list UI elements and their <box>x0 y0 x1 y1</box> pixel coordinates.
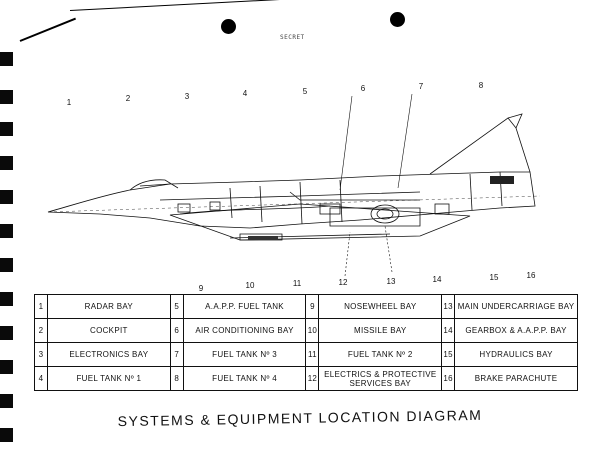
legend-number: 15 <box>441 342 456 367</box>
legend-label: ELECTRICS & PROTECTIVE SERVICES BAY <box>318 366 443 391</box>
callout-number-8: 8 <box>478 81 484 90</box>
legend-label: MISSILE BAY <box>318 318 443 343</box>
legend-label: FUEL TANK Nº 4 <box>182 366 307 391</box>
callout-number-2: 2 <box>125 94 131 103</box>
legend-table: 1 RADAR BAY 5 A.A.P.P. FUEL TANK 9 NOSEW… <box>34 294 578 391</box>
legend-label: NOSEWHEEL BAY <box>318 294 443 319</box>
legend-label: FUEL TANK Nº 2 <box>318 342 443 367</box>
legend-label: AIR CONDITIONING BAY <box>182 318 307 343</box>
callout-number-3: 3 <box>184 92 190 101</box>
legend-label: COCKPIT <box>46 318 171 343</box>
callout-number-15: 15 <box>489 273 499 282</box>
legend-number: 10 <box>305 318 320 343</box>
callout-number-7: 7 <box>418 82 424 91</box>
legend-label: GEARBOX & A.A.P.P. BAY <box>454 318 578 343</box>
legend-number: 14 <box>441 318 456 343</box>
legend-number: 5 <box>169 294 184 319</box>
callout-number-1: 1 <box>66 98 72 107</box>
callout-number-6: 6 <box>360 84 366 93</box>
header-stamp: SECRET <box>280 34 305 41</box>
legend-label: BRAKE PARACHUTE <box>454 366 578 391</box>
legend-label: FUEL TANK Nº 1 <box>46 366 171 391</box>
punch-hole-left <box>221 19 236 34</box>
legend-number: 16 <box>441 366 456 391</box>
legend-number: 7 <box>169 342 184 367</box>
legend-row: 4 FUEL TANK Nº 1 8 FUEL TANK Nº 4 12 ELE… <box>34 366 578 391</box>
legend-number: 6 <box>169 318 184 343</box>
legend-number: 3 <box>34 342 48 367</box>
legend-row: 2 COCKPIT 6 AIR CONDITIONING BAY 10 MISS… <box>34 318 578 343</box>
aircraft-side-view <box>47 93 541 277</box>
legend-number: 9 <box>305 294 320 319</box>
legend-number: 12 <box>305 366 320 391</box>
legend-number: 8 <box>169 366 184 391</box>
legend-label: A.A.P.P. FUEL TANK <box>182 294 307 319</box>
legend-number: 4 <box>34 366 48 391</box>
callout-number-11: 11 <box>292 279 302 288</box>
legend-row: 3 ELECTRONICS BAY 7 FUEL TANK Nº 3 11 FU… <box>34 342 578 367</box>
legend-label: MAIN UNDERCARRIAGE BAY <box>454 294 578 319</box>
legend-label: ELECTRONICS BAY <box>46 342 171 367</box>
legend-label: RADAR BAY <box>46 294 171 319</box>
spiral-binding <box>0 30 14 450</box>
callout-number-10: 10 <box>245 281 255 290</box>
callout-number-5: 5 <box>302 87 308 96</box>
legend-row: 1 RADAR BAY 5 A.A.P.P. FUEL TANK 9 NOSEW… <box>34 294 578 319</box>
callout-number-16: 16 <box>526 271 536 280</box>
legend-number: 11 <box>305 342 320 367</box>
legend-number: 13 <box>441 294 456 319</box>
callout-number-4: 4 <box>242 89 248 98</box>
callout-number-14: 14 <box>432 275 442 284</box>
callout-number-9: 9 <box>198 284 204 293</box>
callout-number-13: 13 <box>386 277 396 286</box>
legend-label: HYDRAULICS BAY <box>454 342 578 367</box>
legend-label: FUEL TANK Nº 3 <box>182 342 307 367</box>
legend-number: 1 <box>34 294 48 319</box>
diagram-title: SYSTEMS & EQUIPMENT LOCATION DIAGRAM <box>117 406 483 430</box>
punch-hole-right <box>390 12 405 27</box>
callout-number-12: 12 <box>338 278 348 287</box>
legend-number: 2 <box>34 318 48 343</box>
